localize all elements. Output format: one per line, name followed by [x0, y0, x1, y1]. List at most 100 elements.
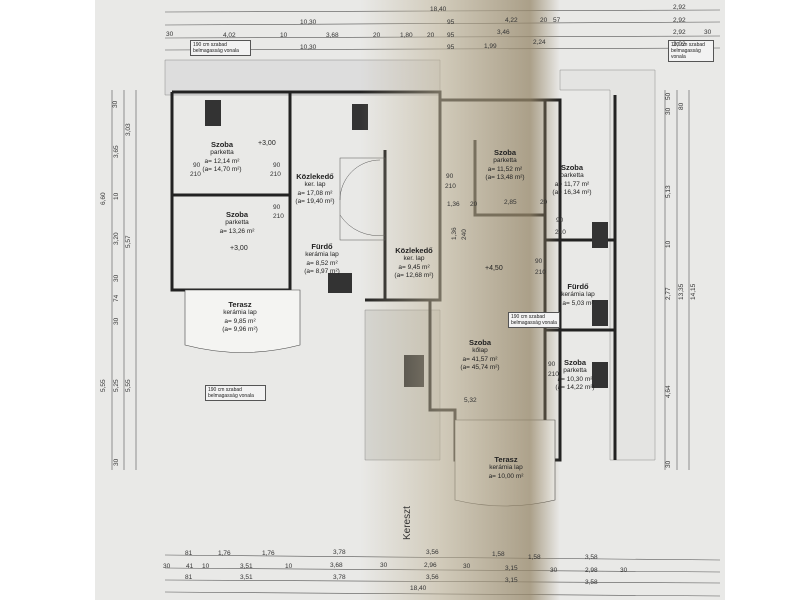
- dim: 10,30: [300, 44, 317, 51]
- dim: 10: [113, 192, 120, 200]
- door-width: 90: [273, 204, 281, 211]
- dim: 3,68: [326, 32, 339, 39]
- door-height: 210: [190, 171, 201, 178]
- dim: 5,32: [464, 397, 477, 404]
- dim: 10: [665, 240, 672, 248]
- dim: 2,92: [673, 29, 686, 36]
- dim: 2,98: [585, 567, 598, 574]
- headroom-note: 190 cm szabad belmagasság vonala: [190, 40, 251, 56]
- dim: 2,77: [665, 287, 672, 300]
- dim: 5,25: [113, 379, 120, 392]
- door-height: 210: [445, 183, 456, 190]
- headroom-note: 190 cm szabad belmagasság vonala: [205, 385, 266, 401]
- dim: 4,22: [505, 17, 518, 24]
- dim: 95: [447, 19, 455, 26]
- dim: 1,76: [218, 550, 231, 557]
- dim: 50: [665, 92, 672, 100]
- dim: 6,60: [100, 192, 107, 205]
- dim: 30: [163, 563, 171, 570]
- dim: 3,51: [240, 563, 253, 570]
- dim: 30: [113, 317, 120, 325]
- door-width: 90: [193, 162, 201, 169]
- dim: 80: [678, 102, 685, 110]
- dim: 1,58: [492, 551, 505, 558]
- dim: 30: [550, 567, 558, 574]
- dim: 30: [113, 274, 120, 282]
- dim: 3,58: [585, 554, 598, 561]
- dim: 5,57: [125, 235, 132, 248]
- dim: 95: [447, 32, 455, 39]
- dim: 3,20: [113, 232, 120, 245]
- dim: 30: [665, 107, 672, 115]
- dim: 2,92: [673, 41, 686, 48]
- dim: 57: [553, 17, 561, 24]
- dim: 5,55: [100, 379, 107, 392]
- dim: 20: [427, 32, 435, 39]
- dim: 81: [185, 574, 193, 581]
- dim: 3,56: [426, 574, 439, 581]
- door-width: 90: [446, 173, 454, 180]
- dim: 14,15: [690, 283, 697, 300]
- dim: 20: [540, 17, 548, 24]
- dim: 30: [380, 562, 388, 569]
- dim: 30: [112, 100, 119, 108]
- dim: 10: [280, 32, 288, 39]
- dim: 3,78: [333, 549, 346, 556]
- door-width: 90: [548, 361, 556, 368]
- dim: 2,92: [673, 17, 686, 24]
- level-mark: +3,00: [230, 245, 248, 252]
- door-width: 90: [556, 217, 564, 224]
- dim: 10,30: [300, 19, 317, 26]
- dim: 1,58: [528, 554, 541, 561]
- dim: 3,68: [330, 562, 343, 569]
- dim: 1,99: [484, 43, 497, 50]
- dim: 18,40: [430, 6, 447, 13]
- dim: 74: [113, 294, 120, 302]
- dim: 3,15: [505, 577, 518, 584]
- dim: 2,96: [424, 562, 437, 569]
- dim: 5,55: [125, 379, 132, 392]
- dim: 20: [540, 199, 548, 206]
- dim: 3,46: [497, 29, 510, 36]
- door-height: 210: [555, 229, 566, 236]
- dim: 30: [620, 567, 628, 574]
- headroom-note: 190 cm szabad belmagasság vonala: [668, 40, 714, 62]
- page-fold-shadow: [360, 0, 560, 600]
- dim: 4,02: [223, 32, 236, 39]
- dim: 3,58: [585, 579, 598, 586]
- dim: 1,36: [451, 227, 458, 240]
- level-mark: +3,00: [258, 140, 276, 147]
- dim: 3,65: [113, 145, 120, 158]
- door-height: 210: [270, 171, 281, 178]
- dim: 3,78: [333, 574, 346, 581]
- door-height: 210: [273, 213, 284, 220]
- dim: 2,85: [504, 199, 517, 206]
- dim: 41: [186, 563, 194, 570]
- dim: 30: [704, 29, 712, 36]
- dim: 2,92: [673, 4, 686, 11]
- dim: 1,80: [400, 32, 413, 39]
- dim: 4,64: [665, 385, 672, 398]
- dim: 3,51: [240, 574, 253, 581]
- dim: 3,03: [125, 123, 132, 136]
- dim: 10: [285, 563, 293, 570]
- dim: 1,36: [447, 201, 460, 208]
- dim: 18,40: [410, 585, 427, 592]
- dim: 20: [373, 32, 381, 39]
- door-width: 90: [535, 258, 543, 265]
- dim: 30: [113, 458, 120, 466]
- dim: 30: [166, 31, 174, 38]
- dim: 2,24: [533, 39, 546, 46]
- door-height: 210: [535, 269, 546, 276]
- dim: 10: [202, 563, 210, 570]
- dim: 30: [665, 460, 672, 468]
